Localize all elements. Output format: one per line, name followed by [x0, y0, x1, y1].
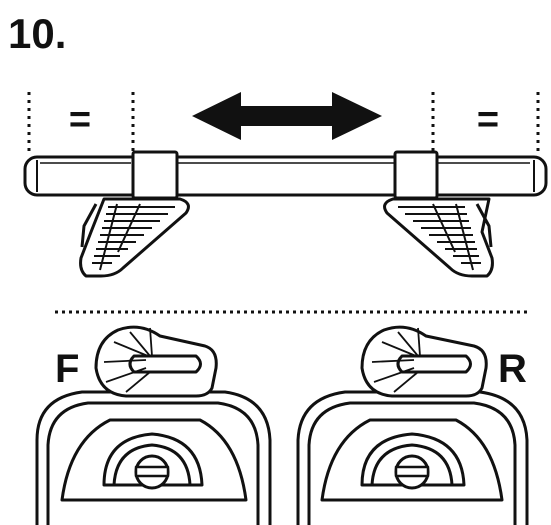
- front-label: F: [55, 347, 79, 391]
- step-number: 10.: [8, 10, 66, 57]
- top-view: = =: [23, 92, 548, 278]
- left-foot: [79, 197, 190, 278]
- rear-label: R: [498, 347, 527, 391]
- bottom-view: F R: [35, 325, 529, 525]
- dotted-guides: [27, 92, 540, 152]
- right-foot: [383, 197, 494, 278]
- rear-foot-end-view: [296, 325, 529, 525]
- left-equal-mark: =: [69, 99, 91, 141]
- front-foot-end-view: [35, 325, 272, 525]
- double-arrow-icon: [192, 92, 382, 140]
- roof-bar: [23, 155, 548, 197]
- right-equal-mark: =: [477, 99, 499, 141]
